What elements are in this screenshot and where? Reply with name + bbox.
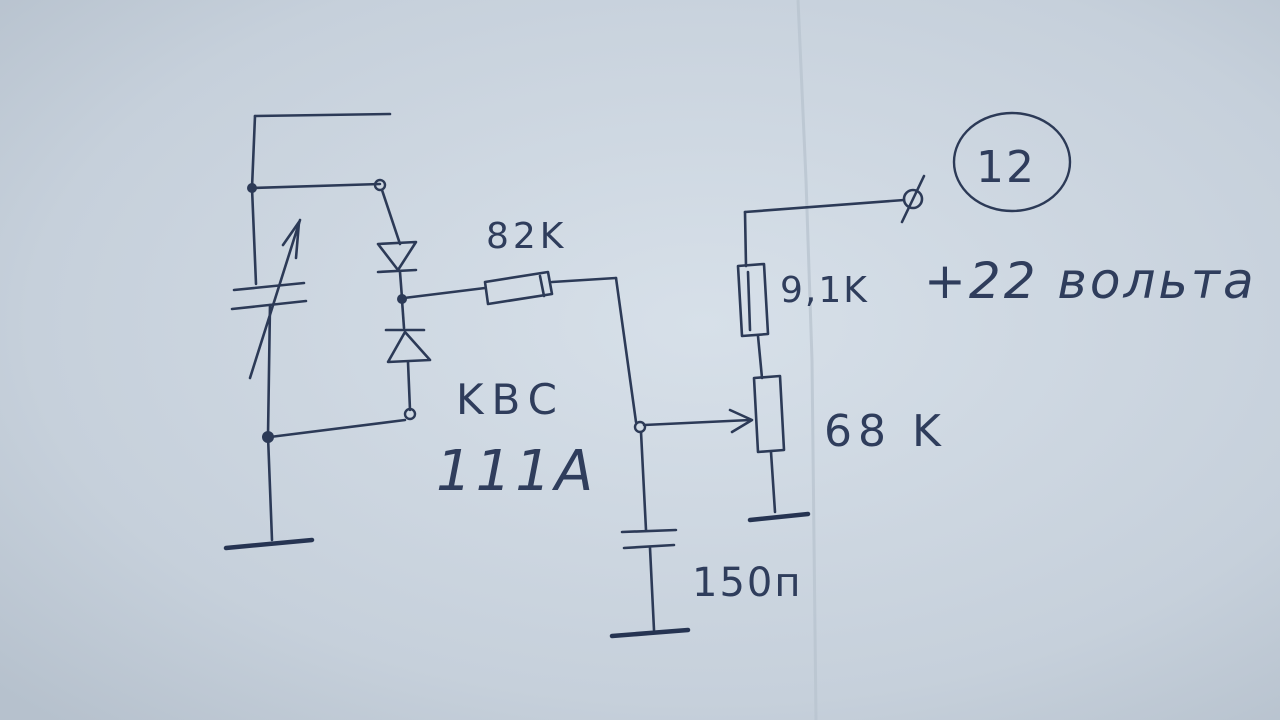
diode-bottom-lead (406, 360, 412, 412)
cap-150n-bottom-lead (648, 546, 656, 632)
junction-bottom-left (262, 431, 274, 443)
label-r1: 82K (486, 216, 567, 257)
capacitor-top-lead (250, 186, 258, 286)
diode-upper-triangle (376, 240, 418, 272)
diode-mid-lead-bottom (400, 298, 406, 330)
wire-to-node (614, 276, 638, 424)
pot-wiper-arrowhead (728, 408, 754, 434)
label-pot: 68 K (824, 406, 947, 457)
diode-top-lead (380, 188, 402, 246)
resistor-82k (402, 270, 638, 424)
ground-lead-left (266, 434, 274, 542)
junction-top-left (247, 183, 257, 193)
capacitor-150n (609, 420, 691, 639)
label-diode-a: KBC (456, 375, 565, 424)
resistor-91k-body (736, 262, 770, 338)
ground-left (223, 537, 315, 551)
resistor-82k-band (538, 274, 546, 298)
varicap-diodes (268, 178, 432, 439)
cap-150n-top-lead (639, 430, 648, 532)
diode-mid-lead-top (398, 270, 404, 300)
supply-wire (743, 198, 906, 214)
paper-fold (796, 0, 818, 720)
variable-arrow-head (281, 220, 301, 260)
supply-terminal-slash (900, 174, 926, 224)
diode-lower-triangle (386, 330, 432, 364)
top-junction-wire (250, 182, 382, 190)
cap-150n-plate-bottom (622, 543, 676, 550)
variable-arrow (248, 218, 302, 380)
label-page-number: 12 (976, 142, 1036, 193)
resistor-82k-lead-right (550, 276, 618, 284)
capacitor-plate-top (232, 281, 306, 292)
label-diode-b: 111A (436, 439, 597, 504)
resistor-82k-body (483, 270, 554, 306)
resistor-91k-lead-top (743, 210, 748, 268)
pot-68k-lead-bottom (769, 450, 777, 514)
bottom-return-wire (268, 418, 407, 439)
label-r2: 9,1K (780, 270, 869, 311)
pot-68k-body (752, 374, 786, 454)
divider-section (642, 174, 926, 523)
diode-upper-bar (376, 268, 418, 274)
label-supply: +22 вольта (924, 252, 1257, 310)
cap-150n-plate-top (620, 528, 678, 534)
ground-cap (609, 627, 691, 639)
label-cap: 150п (692, 560, 803, 606)
variable-capacitor-section (223, 112, 392, 551)
resistor-82k-lead-left (402, 286, 487, 300)
capacitor-bottom-lead (266, 303, 272, 438)
page-number-circle (952, 111, 1072, 213)
junction-bottom-right (403, 407, 417, 421)
resistor-91k-lead-bottom (756, 334, 764, 380)
junction-top-right (373, 178, 387, 192)
resistor-91k-inner (746, 270, 752, 332)
pot-wiper-wire (642, 418, 752, 427)
top-wire (253, 112, 392, 118)
left-vertical-top (250, 114, 257, 190)
ground-pot (747, 511, 811, 523)
